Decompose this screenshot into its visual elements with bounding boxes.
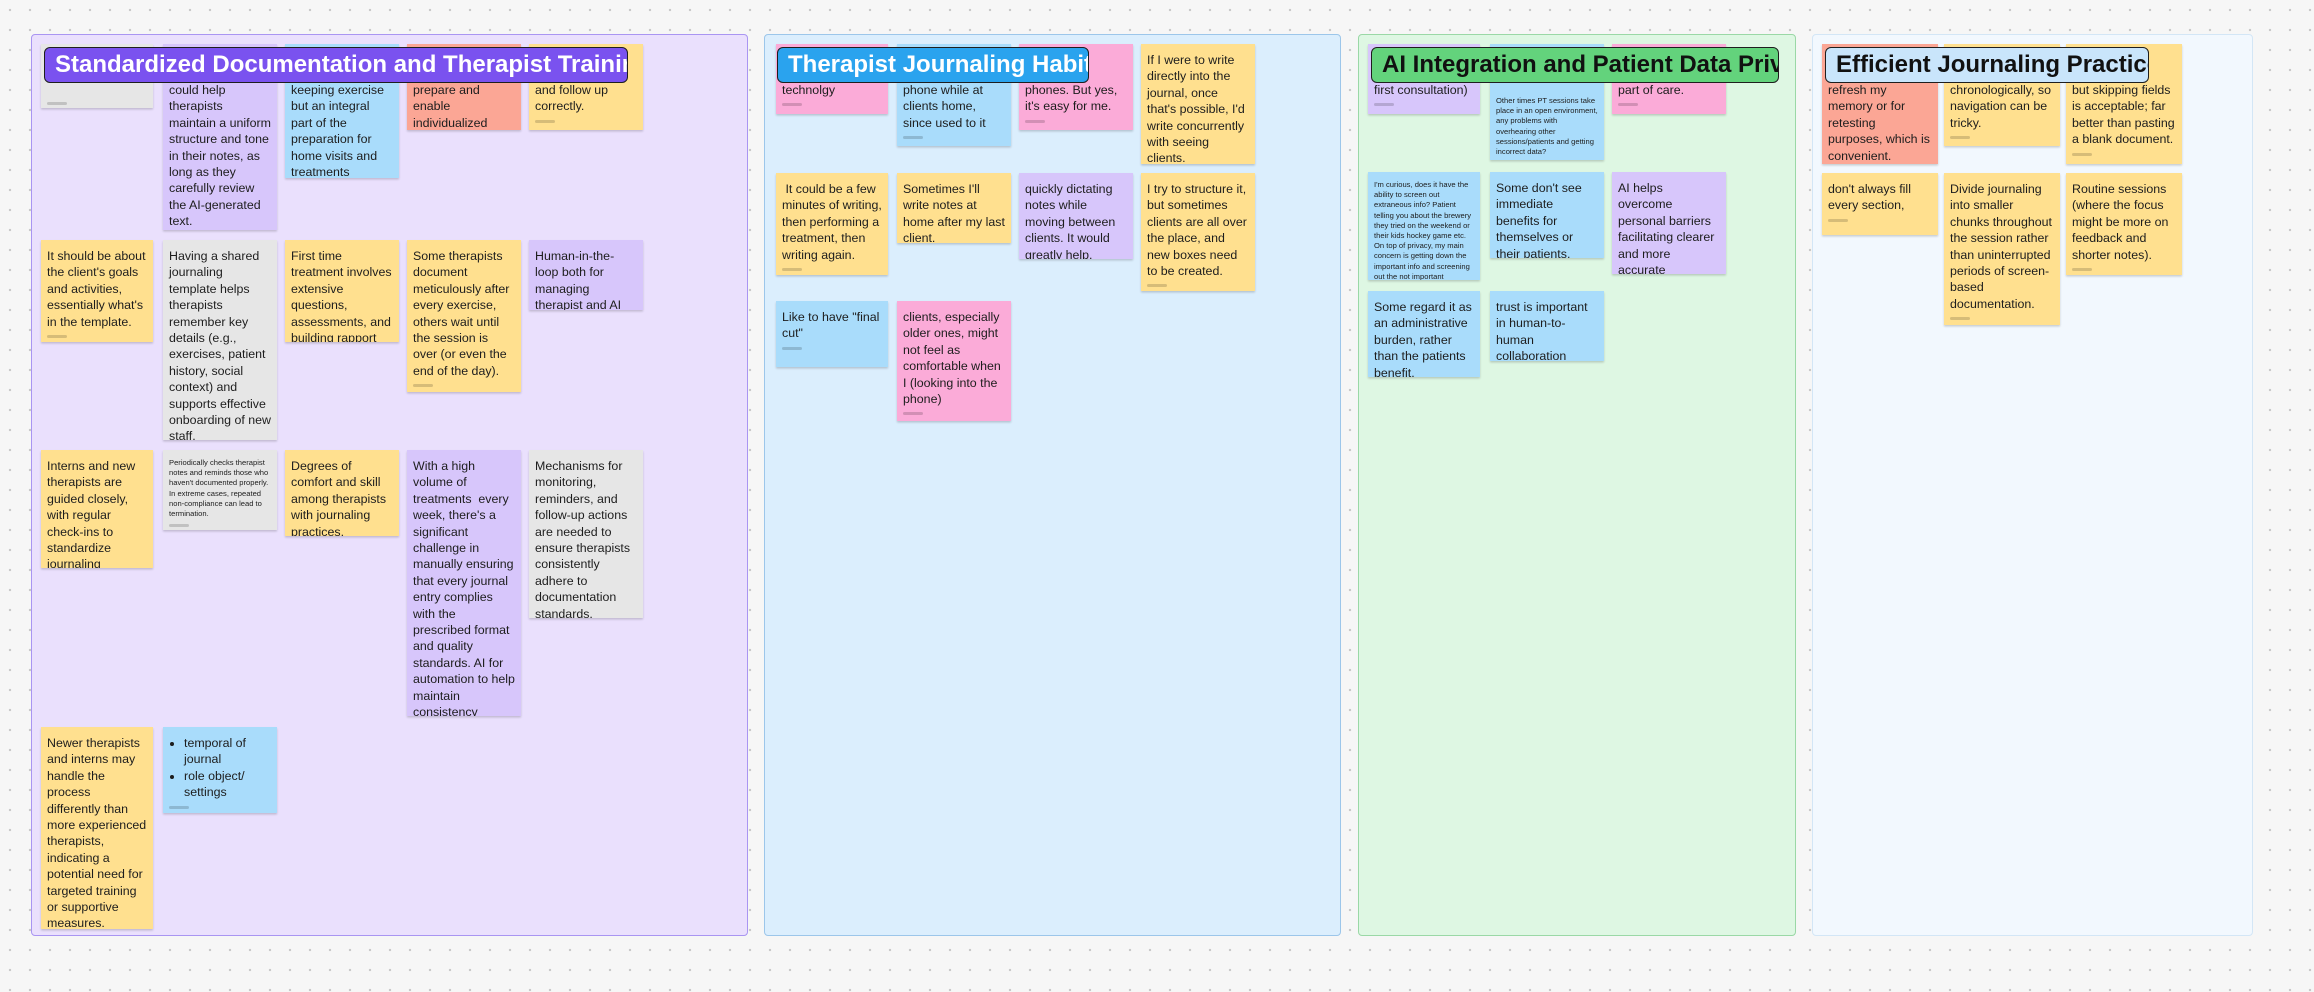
note-text: First time treatment involves extensive … — [291, 249, 395, 342]
sticky-note[interactable]: It could be a few minutes of writing, th… — [776, 173, 888, 275]
note-text: Some regard it as an administrative burd… — [1374, 300, 1476, 377]
note-text: prepare and enable individualized care. — [413, 83, 488, 130]
note-author — [782, 346, 802, 350]
sticky-note[interactable]: I try to structure it, but sometimes cli… — [1141, 173, 1255, 291]
sticky-note[interactable]: First time treatment involves extensive … — [285, 240, 399, 342]
note-author — [47, 335, 67, 339]
sticky-note[interactable]: quickly dictating notes while moving bet… — [1019, 173, 1133, 259]
note-author — [1828, 218, 1848, 222]
sticky-note[interactable]: AI helps overcome personal barriers faci… — [1612, 172, 1726, 274]
note-author — [903, 136, 923, 140]
note-author — [535, 119, 555, 123]
note-text: refresh my memory or for retesting purpo… — [1828, 83, 1934, 163]
note-author — [413, 384, 433, 388]
sticky-note[interactable]: Newer therapists and interns may handle … — [41, 727, 153, 929]
note-text: Having a shared journaling template help… — [169, 249, 275, 440]
sticky-note[interactable]: I'm curious, does it have the ability to… — [1368, 172, 1480, 280]
note-text: quickly dictating notes while moving bet… — [1025, 182, 1119, 259]
note-text: If I were to write directly into the jou… — [1147, 53, 1249, 164]
note-text: and follow up correctly. — [535, 83, 612, 114]
note-text: Human-in-the-loop both for managing ther… — [535, 249, 622, 310]
note-text: Like to have "final cut" — [782, 310, 883, 341]
sticky-note[interactable]: If I were to write directly into the jou… — [1141, 44, 1255, 164]
note-text: I try to structure it, but sometimes cli… — [1147, 182, 1251, 279]
sticky-note[interactable]: Some therapists document meticulously af… — [407, 240, 521, 392]
note-text: With a high volume of treatments every w… — [413, 459, 515, 716]
note-text: Newer therapists and interns may handle … — [47, 736, 150, 929]
sticky-note[interactable]: temporal of journal role object/ setting… — [163, 727, 277, 813]
note-author — [2072, 268, 2092, 272]
note-author — [903, 412, 923, 416]
note-text: trust is important in human-to-human col… — [1496, 300, 1592, 361]
note-text: Degrees of comfort and skill among thera… — [291, 459, 390, 536]
sticky-note[interactable]: Degrees of comfort and skill among thera… — [285, 450, 399, 536]
note-author — [1147, 284, 1167, 288]
note-text: could help therapists maintain a uniform… — [169, 83, 275, 229]
note-text: Some therapists document meticulously af… — [413, 249, 513, 378]
note-text: Divide journaling into smaller chunks th… — [1950, 182, 2056, 311]
note-author — [1025, 119, 1045, 123]
section-title[interactable]: AI Integration and Patient Data Priv... — [1371, 47, 1779, 83]
note-text: phone while at clients home, since used … — [903, 83, 987, 130]
note-author — [2072, 152, 2092, 156]
sticky-note[interactable]: trust is important in human-to-human col… — [1490, 291, 1604, 361]
section-ai-integration[interactable]: AI Integration and Patient Data Priv... — [1358, 34, 1796, 936]
note-text: Some don't see immediate benefits for th… — [1496, 181, 1586, 258]
note-text: AI helps overcome personal barriers faci… — [1618, 181, 1715, 274]
sticky-note[interactable]: Sometimes I'll write notes at home after… — [897, 173, 1011, 243]
note-text: Mechanisms for monitoring, reminders, an… — [535, 459, 634, 618]
note-text: I'm curious, does it have the ability to… — [1374, 180, 1474, 280]
note-text: technolgy — [782, 83, 836, 97]
sticky-note[interactable]: Routine sessions (where the focus might … — [2066, 173, 2182, 275]
note-text: phones. But yes, it's easy for me. — [1025, 83, 1121, 114]
note-text: chronologically, so navigation can be tr… — [1950, 83, 2055, 130]
note-text: Other times PT sessions take place in an… — [1496, 96, 1600, 157]
note-author — [169, 524, 189, 528]
note-author — [47, 102, 67, 105]
note-author — [1618, 103, 1638, 107]
sticky-note[interactable]: Having a shared journaling template help… — [163, 240, 277, 440]
note-text: Sometimes I'll write notes at home after… — [903, 182, 1009, 243]
sticky-note[interactable]: It should be about the client's goals an… — [41, 240, 153, 342]
sticky-note[interactable]: Human-in-the-loop both for managing ther… — [529, 240, 643, 310]
note-text: first consultation) — [1374, 83, 1468, 97]
section-title[interactable]: Standardized Documentation and Therapist… — [44, 47, 628, 83]
sticky-note[interactable]: clients, especially older ones, might no… — [897, 301, 1011, 421]
sticky-note[interactable]: Some don't see immediate benefits for th… — [1490, 172, 1604, 258]
note-text: It should be about the client's goals an… — [47, 249, 149, 329]
note-author — [1374, 103, 1394, 107]
note-bullet: temporal of journal — [184, 735, 271, 768]
note-text: Interns and new therapists are guided cl… — [47, 459, 136, 568]
note-text: part of care. — [1618, 83, 1685, 97]
note-bullet: role object/ settings — [184, 768, 271, 801]
sticky-note[interactable]: Periodically checks therapist notes and … — [163, 450, 277, 530]
sticky-note[interactable]: Some regard it as an administrative burd… — [1368, 291, 1480, 377]
note-text: clients, especially older ones, might no… — [903, 310, 1005, 407]
sticky-note[interactable]: Divide journaling into smaller chunks th… — [1944, 173, 2060, 325]
section-title[interactable]: Efficient Journaling Practices — [1825, 47, 2149, 83]
note-text: but skipping fields is acceptable; far b… — [2072, 83, 2179, 147]
sticky-note[interactable]: Mechanisms for monitoring, reminders, an… — [529, 450, 643, 618]
note-text: keeping exercise but an integral part of… — [291, 83, 388, 178]
note-text: Routine sessions (where the focus might … — [2072, 182, 2172, 262]
section-efficient-journaling[interactable]: Efficient Journaling Practices — [1812, 34, 2253, 936]
sticky-note[interactable]: don't always fill every section, — [1822, 173, 1938, 235]
note-text: Periodically checks therapist notes and … — [169, 458, 271, 519]
note-text: It could be a few minutes of writing, th… — [782, 182, 886, 262]
note-author — [169, 805, 189, 809]
sticky-note[interactable]: Like to have "final cut" — [776, 301, 888, 367]
note-author — [1950, 136, 1970, 140]
section-therapist-journaling-habits[interactable]: Therapist Journaling Habits — [764, 34, 1341, 936]
sticky-note[interactable]: Interns and new therapists are guided cl… — [41, 450, 153, 568]
note-author — [1950, 317, 1970, 321]
note-author — [782, 103, 802, 107]
section-title[interactable]: Therapist Journaling Habits — [777, 47, 1089, 83]
note-bullet-list: temporal of journal role object/ setting… — [169, 735, 271, 801]
note-text: don't always fill every section, — [1828, 182, 1915, 213]
note-author — [782, 268, 802, 272]
sticky-note[interactable]: With a high volume of treatments every w… — [407, 450, 521, 716]
